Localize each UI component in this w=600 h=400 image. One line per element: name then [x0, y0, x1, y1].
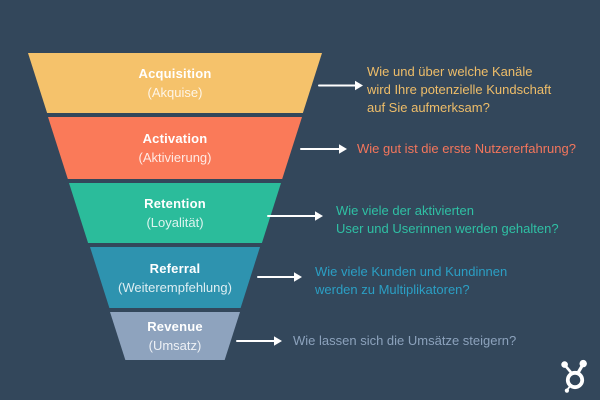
- question-activation: Wie gut ist die erste Nutzererfahrung?: [357, 140, 576, 158]
- question-line: Wie gut ist die erste Nutzererfahrung?: [357, 141, 576, 156]
- funnel-stage-referral: Referral (Weiterempfehlung): [90, 247, 260, 308]
- arrow-icon: [300, 144, 347, 154]
- question-line: Wie viele der aktivierten: [336, 203, 474, 218]
- stage-title: Activation: [142, 131, 208, 146]
- stage-subtitle: (Weiterempfehlung): [118, 279, 232, 295]
- question-revenue: Wie lassen sich die Umsätze steigern?: [293, 332, 516, 350]
- question-line: User und Userinnen werden gehalten?: [336, 221, 559, 236]
- question-line: Wie lassen sich die Umsätze steigern?: [293, 333, 517, 348]
- arrow-icon: [267, 211, 323, 221]
- stage-subtitle: (Loyalität): [146, 215, 204, 230]
- funnel-stage-revenue: Revenue (Umsatz): [110, 312, 240, 360]
- question-line: Wie und über welche Kanäle: [367, 64, 533, 79]
- hubspot-logo-icon: [561, 359, 587, 393]
- question-line: auf Sie aufmerksam?: [367, 100, 490, 115]
- stage-title: Revenue: [147, 319, 203, 334]
- stage-subtitle: (Aktivierung): [138, 150, 212, 165]
- question-line: werden zu Multiplikatoren?: [315, 282, 470, 297]
- question-acquisition: Wie und über welche Kanäle wird Ihre pot…: [367, 63, 551, 117]
- question-line: Wie viele Kunden und Kundinnen: [315, 264, 508, 279]
- funnel-stage-activation: Activation (Aktivierung): [48, 117, 302, 179]
- funnel-stage-acquisition: Acquisition (Akquise): [28, 53, 322, 113]
- arrow-icon: [236, 336, 282, 346]
- stage-title: Retention: [144, 196, 206, 211]
- funnel-stage-retention: Retention (Loyalität): [69, 183, 281, 243]
- question-retention: Wie viele der aktivierten User und Useri…: [336, 202, 559, 238]
- arrow-icon: [257, 272, 302, 282]
- stage-title: Acquisition: [138, 66, 212, 81]
- question-line: wird Ihre potenzielle Kundschaft: [367, 82, 552, 97]
- arrow-icon: [318, 80, 363, 91]
- question-referral: Wie viele Kunden und Kundinnen werden zu…: [315, 263, 507, 299]
- stage-subtitle: (Akquise): [147, 85, 203, 100]
- stage-subtitle: (Umsatz): [148, 338, 202, 353]
- stage-title: Referral: [149, 260, 201, 276]
